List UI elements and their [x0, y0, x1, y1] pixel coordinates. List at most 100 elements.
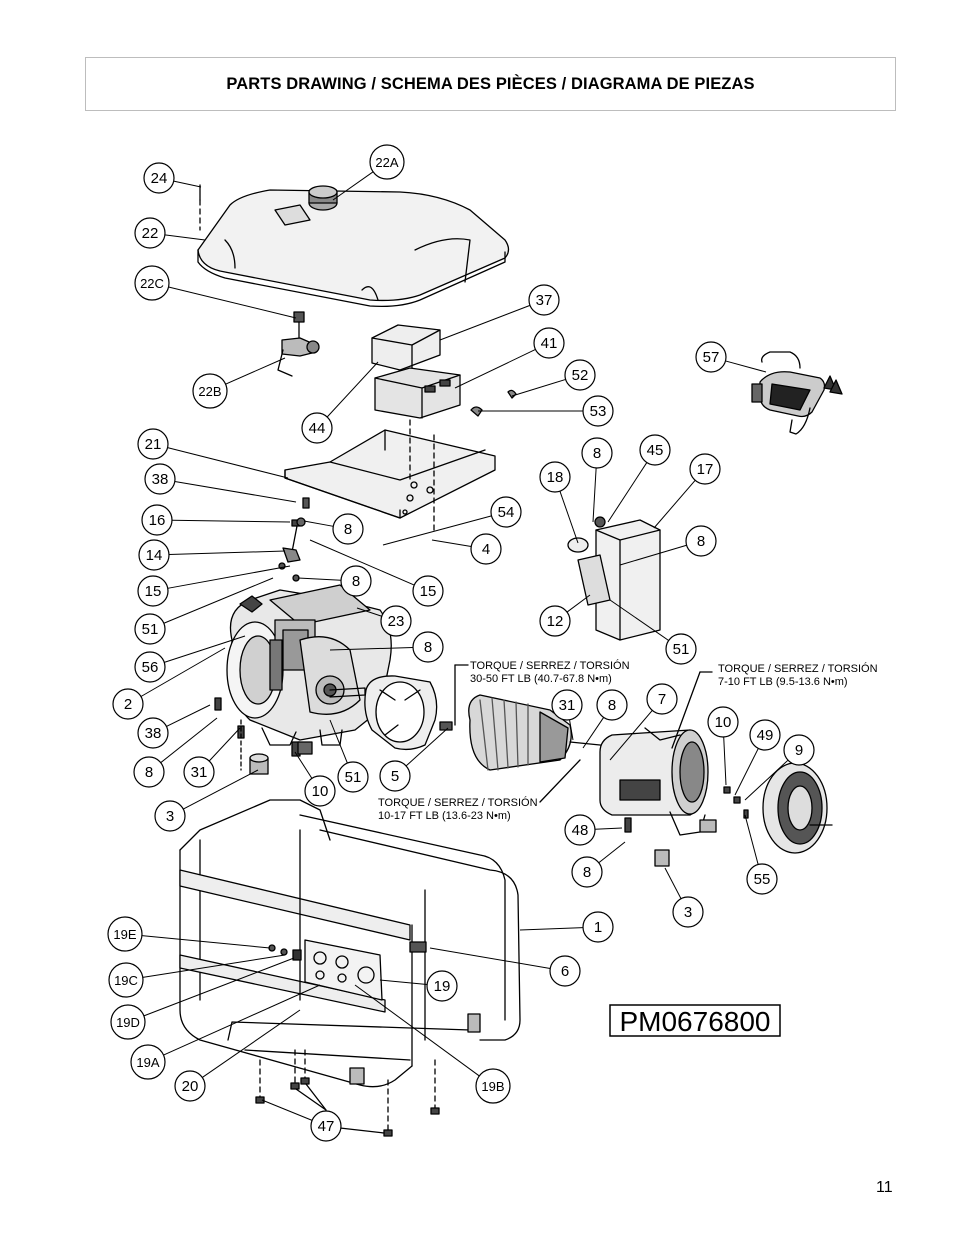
callout-circle: [137, 575, 169, 607]
callout-label: 51: [142, 621, 159, 638]
callout-20: 20: [174, 1009, 301, 1102]
callout-6: 6: [429, 947, 581, 987]
callout-circle: [108, 962, 144, 998]
callout-48: 48: [564, 814, 623, 846]
callout-57: 57: [695, 341, 767, 373]
callout-label: 23: [388, 613, 405, 630]
callout-label: 41: [541, 335, 558, 352]
callout-21: 21: [137, 428, 289, 479]
callout-label: 17: [697, 461, 714, 478]
callout-circle: [707, 706, 739, 738]
callout-label: 45: [647, 442, 664, 459]
title-box: PARTS DRAWING / SCHEMA DES PIÈCES / DIAG…: [85, 57, 896, 111]
callout-51: 51: [609, 599, 697, 665]
control-panel: [268, 939, 383, 1001]
callout-leader: [164, 234, 206, 241]
adapter-housing: [364, 675, 438, 751]
end-cover: [762, 762, 833, 854]
callout-leader: [356, 607, 382, 617]
callout-19e: 19E: [107, 916, 271, 952]
callout-leader: [225, 357, 286, 385]
callout-label: 54: [498, 504, 515, 521]
callout-circle: [564, 814, 596, 846]
model-number-box: PM0676800: [609, 1004, 781, 1037]
callout-circle: [112, 688, 144, 720]
callout-leader: [379, 979, 428, 986]
callout-leader: [594, 827, 623, 830]
callout-label: 22B: [198, 384, 221, 399]
callout-52: 52: [511, 359, 596, 397]
callout-leader: [431, 539, 472, 548]
callout-3: 3: [154, 769, 259, 832]
rotor: [468, 694, 611, 771]
callout-45: 45: [607, 434, 671, 523]
callout-8: 8: [619, 525, 717, 566]
callout-circle: [564, 359, 596, 391]
callout-38: 38: [144, 463, 297, 503]
callout-41: 41: [454, 327, 565, 389]
callout-leader: [167, 565, 291, 589]
callout-38: 38: [137, 704, 211, 749]
callout-4: 4: [431, 533, 502, 565]
callout-label: 8: [697, 533, 705, 550]
callout-label: 22: [142, 225, 159, 242]
torque-note-1: TORQUE / SERREZ / TORSIÓN 30-50 FT LB (4…: [470, 659, 630, 685]
callout-22: 22: [134, 217, 206, 249]
callout-19: 19: [379, 970, 458, 1002]
callout-group: 2422A2222C22B374144525357213816814158155…: [107, 144, 815, 1142]
callout-circle: [426, 970, 458, 1002]
callout-circle: [134, 613, 166, 645]
callout-label: 10: [715, 714, 732, 731]
callout-5: 5: [379, 727, 449, 792]
callout-circle: [192, 373, 228, 409]
callout-circle: [689, 453, 721, 485]
callout-8: 8: [297, 565, 372, 597]
callout-circle: [134, 265, 170, 301]
callout-56: 56: [134, 635, 246, 683]
callout-leader: [297, 577, 342, 581]
callout-19c: 19C: [108, 954, 286, 998]
callout-leader: [303, 520, 334, 527]
torque-note-2-line1: TORQUE / SERREZ / TORSIÓN: [718, 662, 878, 675]
callout-circle: [581, 437, 613, 469]
model-number: PM0676800: [619, 1006, 770, 1037]
callout-leader: [405, 727, 449, 767]
callout-leader: [142, 954, 286, 978]
callout-label: 51: [673, 641, 690, 658]
callout-19d: 19D: [110, 957, 295, 1040]
callout-19a: 19A: [130, 984, 321, 1080]
callout-circle: [144, 463, 176, 495]
callout-circle: [646, 683, 678, 715]
callout-circle: [551, 689, 583, 721]
callout-circle: [154, 800, 186, 832]
torque-note-2-line2: 7-10 FT LB (9.5-13.6 N•m): [718, 676, 848, 688]
callout-label: 8: [593, 445, 601, 462]
callout-8: 8: [303, 513, 364, 545]
callout-leader: [725, 360, 767, 373]
callout-circle: [141, 504, 173, 536]
callout-label: 3: [684, 904, 692, 921]
callout-label: 15: [420, 583, 437, 600]
callout-leader: [566, 594, 591, 613]
page-number: 11: [876, 1179, 893, 1196]
callout-55: 55: [744, 814, 778, 895]
callout-label: 38: [145, 725, 162, 742]
callout-leader: [619, 544, 687, 566]
callout-leader: [166, 704, 211, 727]
callout-8: 8: [133, 717, 218, 788]
callout-23: 23: [356, 605, 412, 637]
callout-label: 8: [352, 573, 360, 590]
callout-circle: [337, 761, 369, 793]
callout-12: 12: [539, 594, 591, 637]
callout-label: 31: [191, 764, 208, 781]
callout-circle: [490, 496, 522, 528]
callout-circle: [533, 327, 565, 359]
callout-leader: [329, 719, 348, 764]
callout-leader: [163, 577, 274, 624]
callout-circle: [133, 756, 165, 788]
callout-37: 37: [439, 284, 560, 341]
battery-tray: [284, 429, 496, 519]
callout-47: 47: [261, 1099, 342, 1142]
callout-51: 51: [329, 719, 369, 793]
callout-leader: [382, 515, 492, 546]
